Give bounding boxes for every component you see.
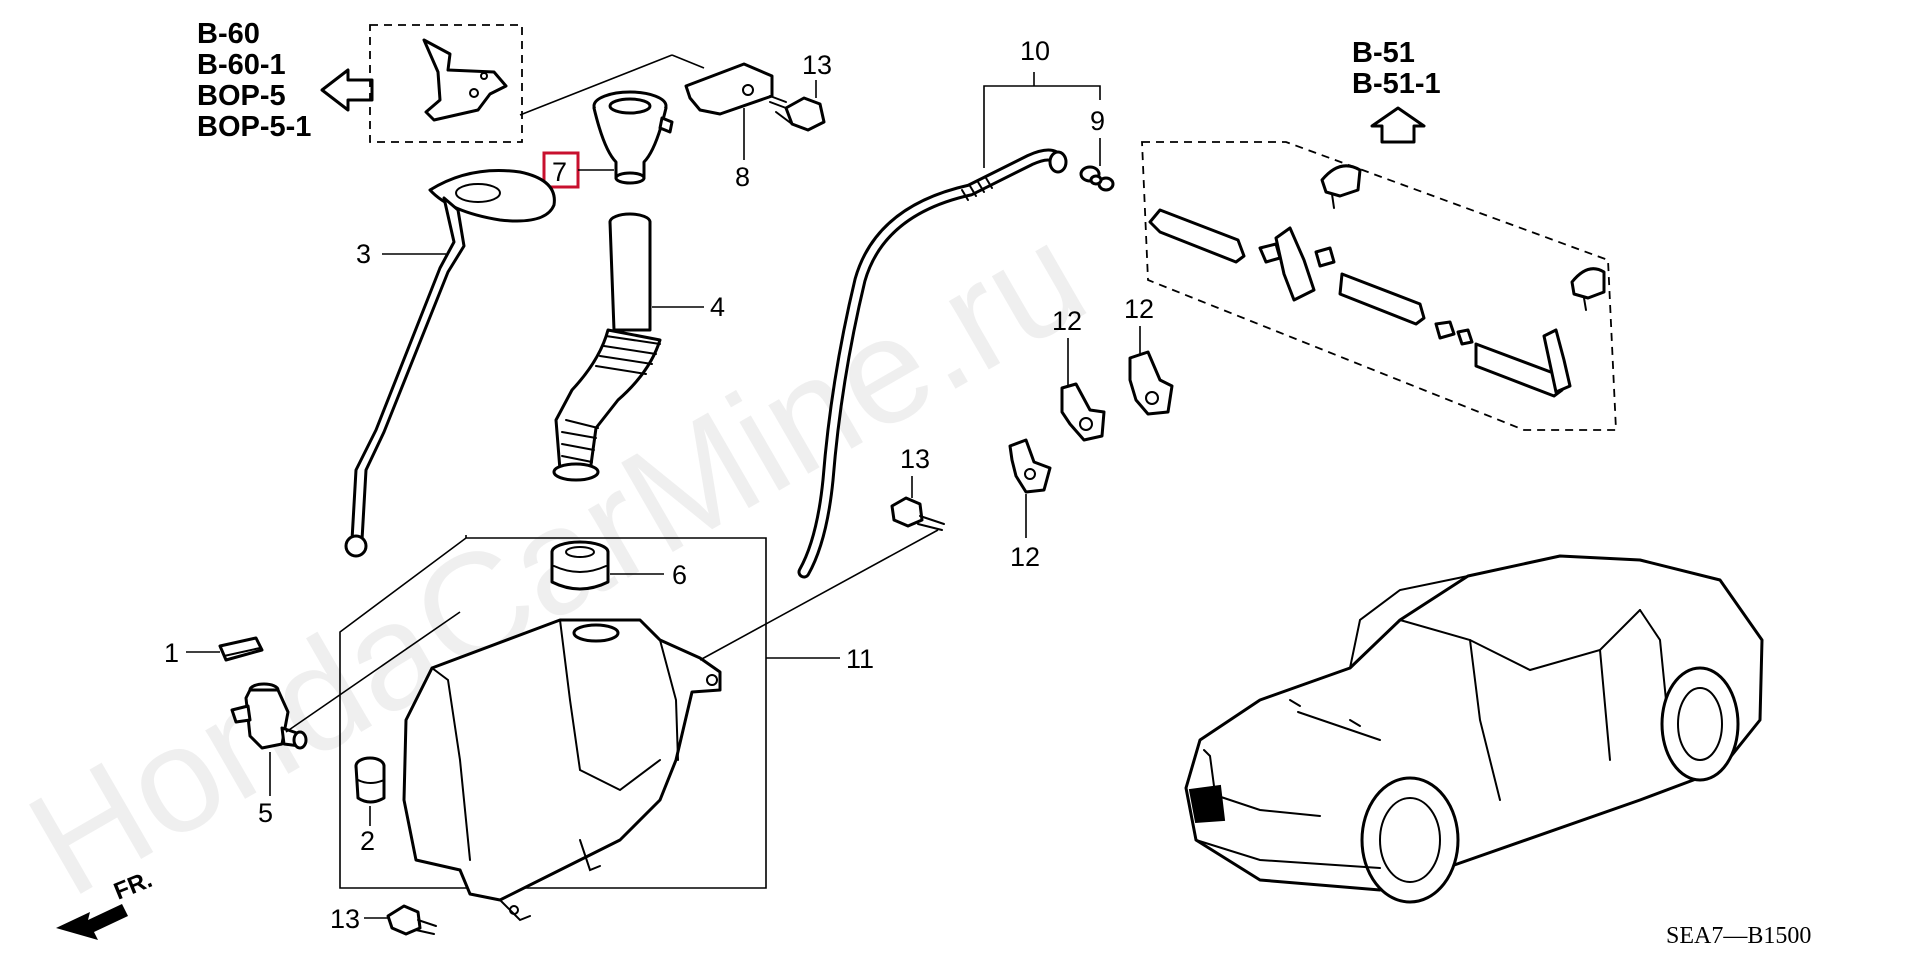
callout-13-top[interactable]: 13 bbox=[802, 50, 832, 80]
washer-pump-5[interactable] bbox=[230, 682, 308, 750]
bracket-assembly-box bbox=[369, 24, 523, 143]
mounting-bracket bbox=[422, 38, 508, 122]
washer-tube-10[interactable] bbox=[797, 148, 1068, 579]
callout-13-bottom[interactable]: 13 bbox=[330, 904, 360, 934]
callout-12-b[interactable]: 12 bbox=[1124, 294, 1154, 324]
fuse-clip-1[interactable] bbox=[218, 636, 264, 662]
callout-5[interactable]: 5 bbox=[258, 798, 273, 828]
reference-bop5[interactable]: BOP-5 bbox=[197, 80, 286, 112]
callout-2[interactable]: 2 bbox=[360, 826, 375, 856]
reference-b51-1[interactable]: B-51-1 bbox=[1352, 68, 1441, 100]
reference-b60-1[interactable]: B-60-1 bbox=[197, 49, 286, 81]
reference-b60[interactable]: B-60 bbox=[197, 18, 260, 50]
grommet-6[interactable] bbox=[550, 540, 610, 591]
bolt-13-top[interactable] bbox=[769, 96, 826, 132]
tube-joint-9[interactable] bbox=[1079, 165, 1115, 192]
reference-arrow-left-icon bbox=[320, 68, 374, 112]
callout-12-a[interactable]: 12 bbox=[1052, 306, 1082, 336]
callout-12-c[interactable]: 12 bbox=[1010, 542, 1040, 572]
callout-1[interactable]: 1 bbox=[164, 638, 179, 668]
reference-arrow-up-icon bbox=[1370, 106, 1426, 144]
front-arrow-icon bbox=[56, 904, 128, 940]
filler-neck-7[interactable] bbox=[592, 90, 674, 185]
reference-block-right: B-51 B-51-1 bbox=[1352, 37, 1441, 144]
washer-tank-11[interactable] bbox=[402, 618, 722, 922]
callout-11[interactable]: 11 bbox=[846, 644, 874, 674]
callout-3[interactable]: 3 bbox=[356, 239, 371, 269]
nozzle-assembly-box bbox=[1141, 141, 1617, 431]
callout-4[interactable]: 4 bbox=[710, 292, 725, 322]
washer-nozzle-assembly bbox=[1148, 164, 1606, 398]
reference-block-left: B-60 B-60-1 BOP-5 BOP-5-1 bbox=[197, 18, 374, 143]
callout-13-middle[interactable]: 13 bbox=[900, 444, 930, 474]
clip-bracket-8[interactable] bbox=[684, 62, 787, 116]
callout-8[interactable]: 8 bbox=[735, 162, 750, 192]
callout-6[interactable]: 6 bbox=[672, 560, 687, 590]
filler-hose-4[interactable] bbox=[552, 212, 662, 482]
tube-clip-12-b[interactable] bbox=[1128, 350, 1174, 416]
reference-bop5-1[interactable]: BOP-5-1 bbox=[197, 111, 311, 143]
level-gauge-3[interactable] bbox=[344, 168, 556, 558]
vehicle-location-illustration bbox=[1184, 554, 1764, 904]
bolt-13-middle[interactable] bbox=[890, 496, 945, 531]
tube-clip-12-c[interactable] bbox=[1008, 438, 1052, 494]
callout-7[interactable]: 7 bbox=[552, 157, 567, 187]
callout-9[interactable]: 9 bbox=[1090, 106, 1105, 136]
callout-10[interactable]: 10 bbox=[1020, 36, 1050, 66]
grommet-2[interactable] bbox=[354, 756, 386, 804]
reference-b51[interactable]: B-51 bbox=[1352, 37, 1415, 69]
bolt-13-bottom[interactable] bbox=[386, 904, 437, 936]
diagram-code: SEA7—B1500 bbox=[1666, 923, 1811, 949]
tube-clip-12-a[interactable] bbox=[1060, 382, 1106, 442]
